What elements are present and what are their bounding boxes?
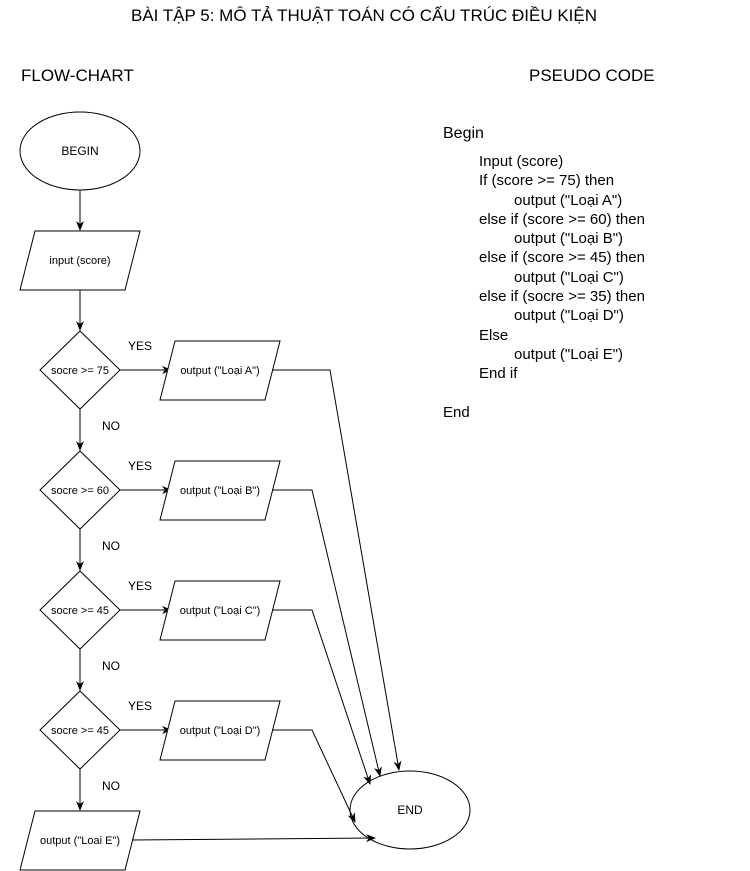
output-e-parallelogram xyxy=(19,810,141,871)
flowchart-heading: FLOW-CHART xyxy=(21,66,134,85)
begin-label: BEGIN xyxy=(61,144,98,158)
yes-label-4: YES xyxy=(128,699,152,713)
output-b-label: output ("Loại B") xyxy=(180,485,260,497)
pseudocode-line: Input (score) xyxy=(479,153,564,170)
yes-label-1: YES xyxy=(128,339,152,353)
decision-4-label: socre >= 45 xyxy=(51,725,109,737)
pseudocode-line: output ("Loại C") xyxy=(514,268,624,286)
connector-e-end xyxy=(131,834,376,843)
page-title: BÀI TẬP 5: MÔ TẢ THUẬT TOÁN CÓ CẤU TRÚC … xyxy=(130,6,598,25)
decision-2-label: socre >= 60 xyxy=(51,485,109,497)
pseudocode-line: else if (score >= 60) then xyxy=(479,210,645,228)
pseudocode-blank-line xyxy=(443,384,645,403)
decision-3-label: socre >= 45 xyxy=(51,605,109,617)
pseudocode-line: output ("Loại E") xyxy=(514,345,624,363)
no-label-2: NO xyxy=(102,539,120,553)
pseudocode-line: Else xyxy=(479,326,509,344)
output-d-parallelogram xyxy=(159,700,281,761)
pseudocode-begin: Begin xyxy=(443,125,484,142)
output-e-label: output ("Loai E") xyxy=(40,835,120,847)
output-b-parallelogram xyxy=(159,460,281,521)
pseudocode-line: output ("Loại B") xyxy=(514,230,624,248)
pseudocode-line: else if (socre >= 35) then xyxy=(479,288,645,306)
end-label: END xyxy=(397,803,423,817)
connector-d-end xyxy=(272,729,356,823)
input-label: input (score) xyxy=(49,255,110,267)
output-c-parallelogram xyxy=(159,580,281,641)
input-parallelogram xyxy=(19,230,141,291)
connector-a-end xyxy=(272,369,402,771)
end-terminal xyxy=(349,770,471,850)
output-a-label: output ("Loại A") xyxy=(180,365,259,377)
output-c-label: output ("Loại C") xyxy=(180,605,261,617)
pseudocode-line: If (score >= 75) then xyxy=(479,172,615,190)
yes-label-2: YES xyxy=(128,459,152,473)
pseudocode-end: End xyxy=(443,403,470,421)
pseudocode-line: output ("Loại A") xyxy=(514,191,623,209)
yes-label-3: YES xyxy=(128,579,152,593)
pseudocode-block: Begin Input (score) If (score >= 75) the… xyxy=(443,124,645,422)
no-label-4: NO xyxy=(102,779,120,793)
pseudocode-line: output ("Loại D") xyxy=(514,307,624,325)
decision-1-label: socre >= 75 xyxy=(51,365,109,377)
no-label-3: NO xyxy=(102,659,120,673)
output-a-parallelogram xyxy=(159,340,281,401)
output-d-label: output ("Loại D") xyxy=(180,725,261,737)
connector-c-end xyxy=(272,609,371,785)
pseudocode-heading: PSEUDO CODE xyxy=(529,66,655,85)
no-label-1: NO xyxy=(102,419,120,433)
pseudocode-line: else if (score >= 45) then xyxy=(479,249,645,267)
connector-b-end xyxy=(272,489,382,777)
pseudocode-line: End if xyxy=(479,365,518,383)
